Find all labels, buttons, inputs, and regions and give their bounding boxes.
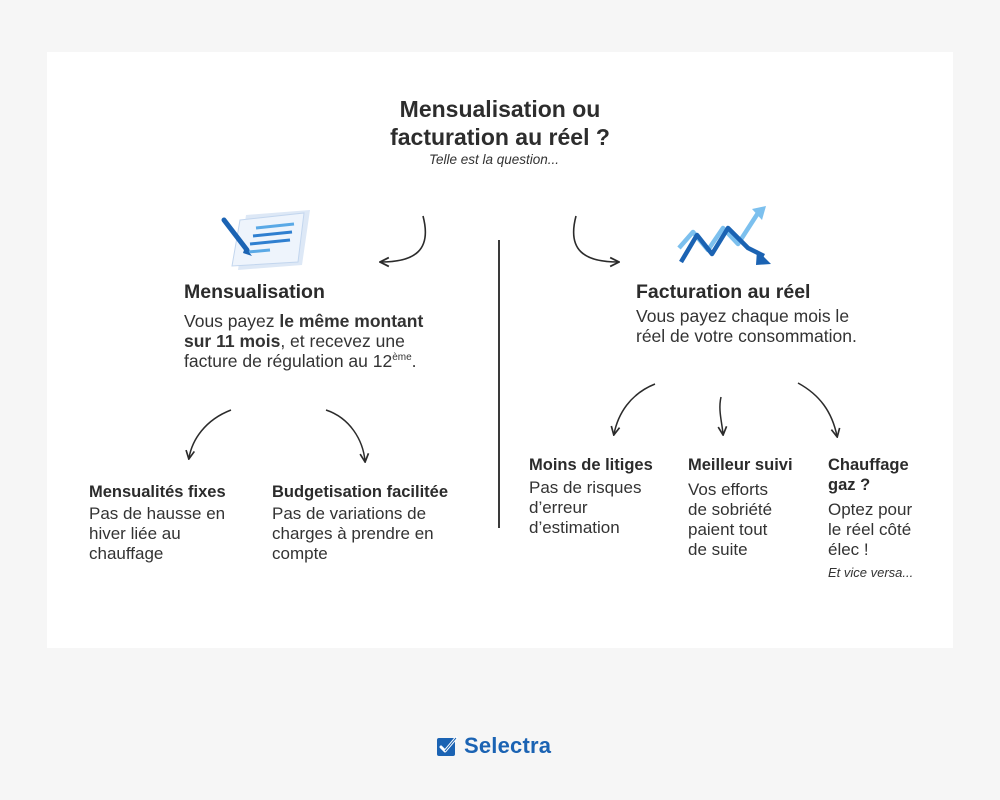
benefit-line: charges à prendre en xyxy=(272,524,434,543)
checkbox-check-icon xyxy=(437,736,458,756)
brand-logo: Selectra xyxy=(436,733,551,759)
arrow-to-facturation xyxy=(572,215,618,262)
benefit-line: Pas de variations de xyxy=(272,504,427,523)
benefit-line: Optez pour xyxy=(828,500,913,519)
page-title: Mensualisation ou facturation au réel ? xyxy=(0,95,1000,151)
center-divider xyxy=(498,240,500,528)
benefit-line: d’erreur xyxy=(529,498,588,517)
page-subtitle: Telle est la question... xyxy=(428,152,560,167)
arrow-to-budgetisation xyxy=(325,409,365,461)
benefit-line: de suite xyxy=(688,540,748,559)
benefit-line: d’estimation xyxy=(529,518,620,537)
brand-name: Selectra xyxy=(464,733,552,758)
title-line-1: Mensualisation ou xyxy=(399,96,601,122)
mensualisation-heading: Mensualisation xyxy=(184,281,325,303)
benefit-title: Budgetisation facilitée xyxy=(272,483,449,501)
benefit-title: Chauffage gaz ? xyxy=(828,456,909,494)
infographic-card xyxy=(47,52,953,648)
benefit-title: Mensualités fixes xyxy=(89,483,226,501)
arrow-to-mensualisation xyxy=(381,215,427,262)
benefit-moins-litiges: Moins de litiges Pas de risques d’erreur… xyxy=(529,455,679,538)
benefit-line: chauffage xyxy=(89,544,164,563)
arrow-to-mensualites-fixes xyxy=(189,409,232,458)
benefit-title: Moins de litiges xyxy=(529,456,653,474)
benefit-line: élec ! xyxy=(828,540,869,559)
benefit-mensualites-fixes: Mensualités fixes Pas de hausse en hiver… xyxy=(89,482,269,564)
arrow-to-meilleur-suivi xyxy=(720,396,723,434)
benefit-title: Meilleur suivi xyxy=(688,456,793,474)
benefit-chauffage-gaz: Chauffage gaz ? Optez pour le réel côté … xyxy=(828,455,948,580)
benefit-line: Pas de hausse en xyxy=(89,504,226,523)
benefit-line: de sobriété xyxy=(688,500,773,519)
benefit-line: Vos efforts xyxy=(688,480,769,499)
document-pen-icon xyxy=(221,210,310,270)
benefit-budgetisation: Budgetisation facilitée Pas de variation… xyxy=(272,482,482,564)
benefit-meilleur-suivi: Meilleur suivi Vos efforts de sobriété p… xyxy=(688,455,818,560)
benefit-line: compte xyxy=(272,544,328,563)
trend-arrows-icon xyxy=(677,206,771,265)
arrow-to-moins-litiges xyxy=(614,383,656,434)
benefit-line: le réel côté xyxy=(828,520,912,539)
benefit-line: Pas de risques xyxy=(529,478,642,497)
arrow-to-chauffage xyxy=(797,382,837,436)
title-line-2: facturation au réel ? xyxy=(390,124,610,150)
benefit-note: Et vice versa... xyxy=(828,565,914,580)
mensualisation-description: Vous payez le même montant sur 11 mois, … xyxy=(184,311,424,371)
facturation-heading: Facturation au réel xyxy=(636,281,811,303)
benefit-line: hiver liée au xyxy=(89,524,181,543)
benefit-line: paient tout xyxy=(688,520,768,539)
facturation-description: Vous payez chaque mois le réel de votre … xyxy=(636,306,857,346)
